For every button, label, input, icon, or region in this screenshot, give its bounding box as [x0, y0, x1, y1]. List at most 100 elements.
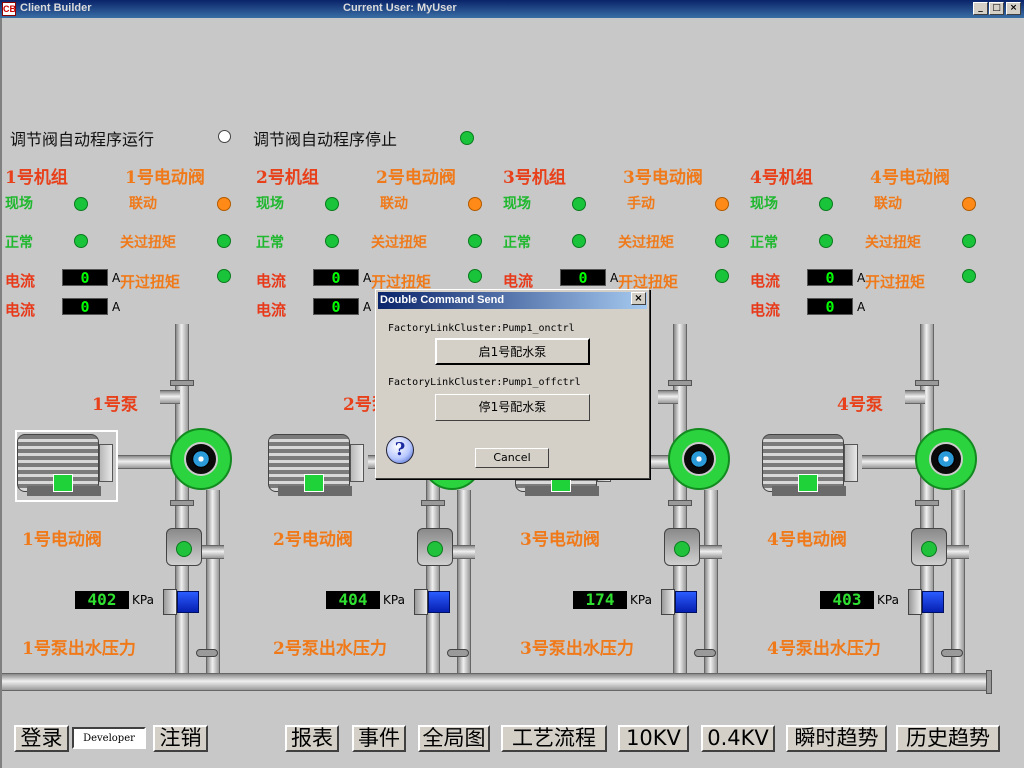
- unit-label: 2号机组: [256, 168, 319, 188]
- current-display: 0: [313, 269, 359, 287]
- impeller-icon: [682, 442, 716, 476]
- pressure-display: 403: [820, 591, 874, 609]
- motor-valve-icon[interactable]: [417, 528, 453, 566]
- pump-icon[interactable]: [915, 428, 977, 490]
- title-bar: CB Client Builder Current User: MyUser _…: [0, 0, 1024, 18]
- close-torque-label: 关过扭矩: [120, 235, 176, 251]
- valve-mode-indicator: [468, 197, 482, 211]
- unit-label: 3号机组: [503, 168, 566, 188]
- impeller-hub: [937, 450, 955, 468]
- pipe-flange: [915, 500, 939, 506]
- impeller-icon: [184, 442, 218, 476]
- selected-motor-frame: [15, 430, 118, 502]
- on-command-tag: FactoryLinkCluster:Pump1_onctrl: [388, 323, 575, 334]
- close-button[interactable]: ×: [1006, 2, 1021, 15]
- current-display-2: 0: [62, 298, 108, 316]
- pump-icon[interactable]: [668, 428, 730, 490]
- sensor-blue-part: [177, 591, 199, 613]
- cancel-button[interactable]: Cancel: [475, 448, 549, 468]
- logout-button[interactable]: 注销: [153, 725, 208, 752]
- 0-4kv-button[interactable]: 0.4KV: [701, 725, 775, 752]
- unit-label: 4号机组: [750, 168, 813, 188]
- coupling-shaft: [117, 455, 173, 469]
- mode-label: 现场: [256, 196, 284, 212]
- stopped-indicator: [460, 131, 474, 145]
- overview-button[interactable]: 全局图: [418, 725, 490, 752]
- handwheel-icon[interactable]: [196, 649, 218, 657]
- vertical-pipe: [175, 324, 189, 674]
- pressure-sensor-icon: [414, 589, 452, 615]
- handwheel-icon[interactable]: [941, 649, 963, 657]
- process-flow-button[interactable]: 工艺流程: [501, 725, 607, 752]
- close-torque-label: 关过扭矩: [618, 235, 674, 251]
- valve-status-dot: [427, 541, 443, 557]
- motor-green-part: [53, 474, 73, 492]
- user-field[interactable]: Developer: [72, 727, 146, 749]
- open-torque-indicator: [217, 269, 231, 283]
- login-button[interactable]: 登录: [14, 725, 69, 752]
- current-label-2: 电流: [256, 301, 287, 319]
- motor-icon[interactable]: [762, 430, 862, 496]
- minimize-button[interactable]: _: [973, 2, 988, 15]
- motor-cap-part: [99, 444, 113, 482]
- mode-indicator: [572, 197, 586, 211]
- running-indicator-radio[interactable]: [218, 130, 231, 143]
- mode-label: 现场: [750, 196, 778, 212]
- handwheel-icon[interactable]: [694, 649, 716, 657]
- current-label-2: 电流: [5, 301, 36, 319]
- pipe-flange: [668, 380, 692, 386]
- 10kv-button[interactable]: 10KV: [618, 725, 689, 752]
- current-label: 电流: [503, 272, 534, 290]
- motor-valve-label: 2号电动阀: [273, 530, 353, 550]
- pressure-sensor-icon: [661, 589, 699, 615]
- normal-label: 正常: [256, 235, 284, 251]
- current-label: 电流: [5, 272, 36, 290]
- motor-icon[interactable]: [17, 430, 117, 496]
- dialog-title: Double Command Send: [378, 292, 647, 309]
- open-torque-indicator: [715, 269, 729, 283]
- pressure-display: 174: [573, 591, 627, 609]
- current-display: 0: [807, 269, 853, 287]
- maximize-button[interactable]: □: [989, 2, 1004, 15]
- amp-unit: A: [857, 271, 866, 285]
- sensor-blue-part: [675, 591, 697, 613]
- current-user-label: Current User: MyUser: [343, 2, 457, 14]
- open-torque-label: 开过扭矩: [865, 273, 926, 291]
- motor-valve-icon[interactable]: [166, 528, 202, 566]
- valve-mode-label: 联动: [380, 196, 408, 212]
- main-header-pipe: [2, 673, 992, 691]
- valve-pipe: [945, 545, 969, 559]
- dialog-close-button[interactable]: ×: [631, 292, 646, 305]
- app-title: Client Builder: [20, 2, 92, 14]
- motor-valve-icon[interactable]: [664, 528, 700, 566]
- sensor-grey-part: [163, 589, 177, 615]
- open-torque-indicator: [468, 269, 482, 283]
- pump-icon[interactable]: [170, 428, 232, 490]
- start-pump-button[interactable]: 启1号配水泵: [435, 338, 590, 365]
- stop-pump-button[interactable]: 停1号配水泵: [435, 394, 590, 421]
- current-display: 0: [62, 269, 108, 287]
- report-button[interactable]: 报表: [285, 725, 339, 752]
- current-display-2: 0: [807, 298, 853, 316]
- main-pipe-cap: [986, 670, 992, 694]
- mode-label: 现场: [5, 196, 33, 212]
- pressure-sensor-icon: [163, 589, 201, 615]
- pressure-label: 1号泵出水压力: [22, 639, 136, 659]
- sensor-blue-part: [922, 591, 944, 613]
- pressure-unit: KPa: [132, 593, 154, 607]
- open-torque-label: 开过扭矩: [120, 273, 181, 291]
- valve-pipe: [200, 545, 224, 559]
- mode-indicator: [325, 197, 339, 211]
- valve-mode-label: 联动: [874, 196, 902, 212]
- close-torque-indicator: [962, 234, 976, 248]
- valve-label: 1号电动阀: [125, 168, 205, 188]
- history-trend-button[interactable]: 历史趋势: [896, 725, 1000, 752]
- motor-cap-part: [350, 444, 364, 482]
- motor-icon[interactable]: [268, 430, 368, 496]
- events-button[interactable]: 事件: [352, 725, 406, 752]
- realtime-trend-button[interactable]: 瞬时趋势: [786, 725, 887, 752]
- valve-mode-label: 手动: [627, 196, 655, 212]
- motor-valve-icon[interactable]: [911, 528, 947, 566]
- pressure-display: 402: [75, 591, 129, 609]
- handwheel-icon[interactable]: [447, 649, 469, 657]
